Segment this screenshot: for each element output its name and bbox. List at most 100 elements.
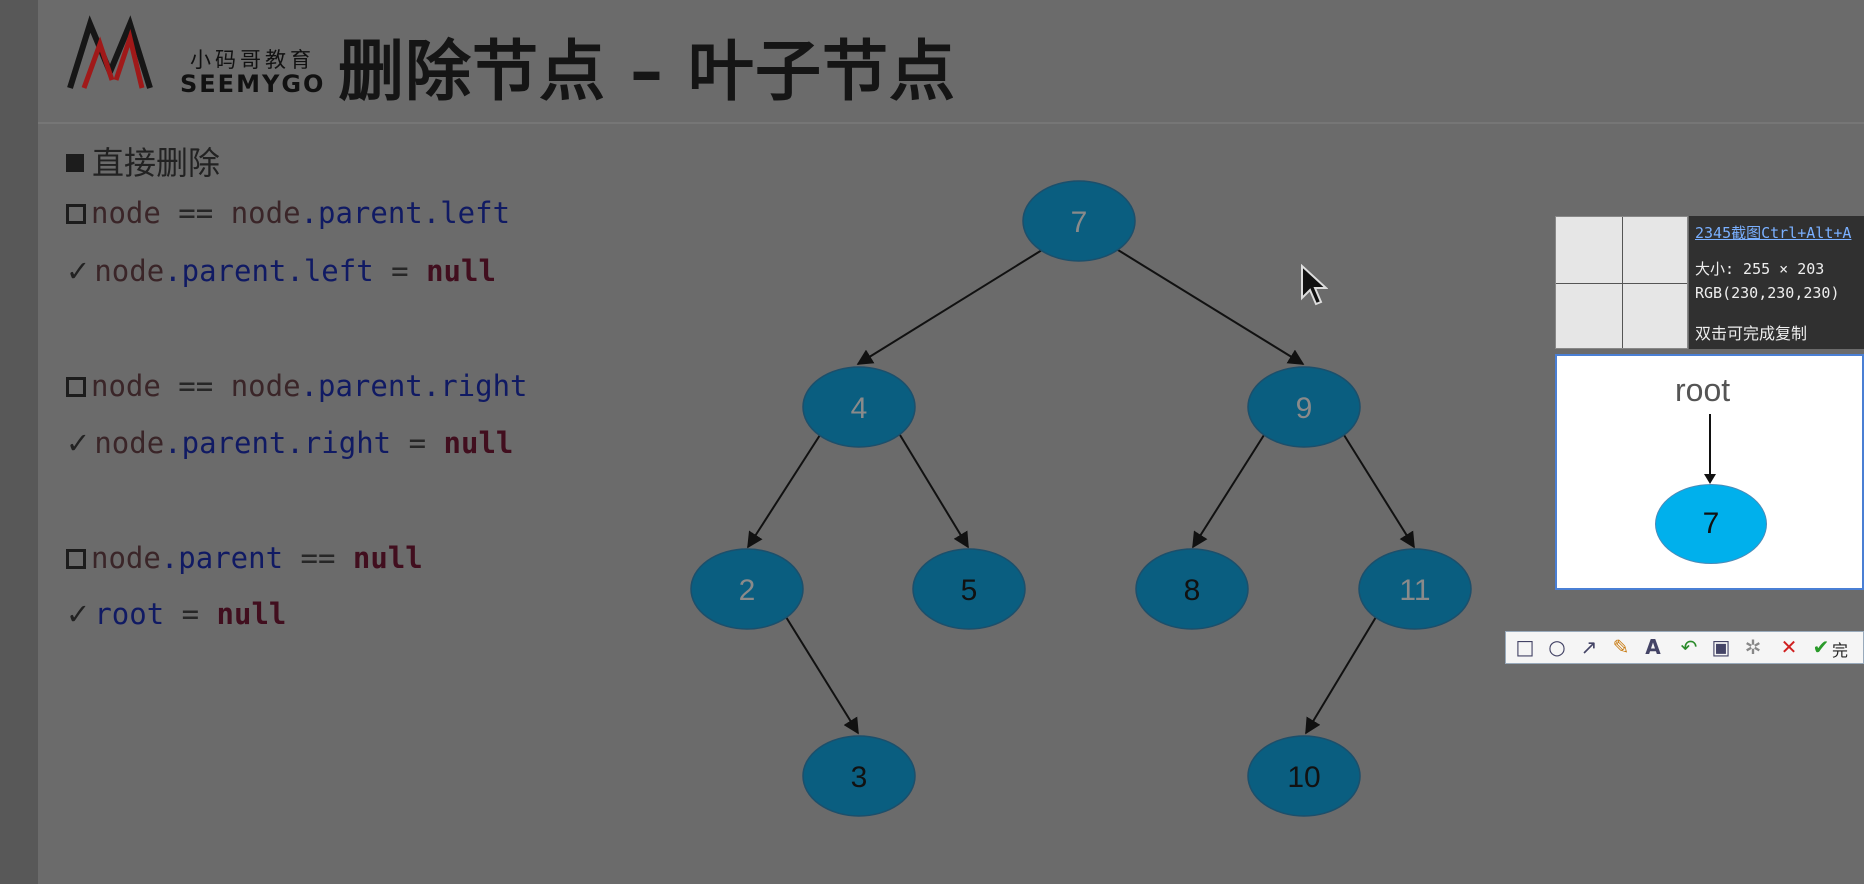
checkbox-icon [66,549,86,569]
left-margin-bar [0,0,38,884]
code-token: .parent.left [300,196,511,230]
code-token: node [230,369,301,403]
tree-node [1358,548,1472,630]
pixel-rgb-label: RGB(230,230,230) [1695,284,1840,302]
logo-en-text: SEEMYGO [180,70,326,98]
code-condition-left: node == node.parent.left [66,196,510,230]
tree-node [1135,548,1249,630]
code-token: node [94,254,165,288]
logo: 小码哥教育 SEEMYGO [66,14,336,98]
code-action-right: ✓node.parent.right = null [66,426,513,460]
code-token: root [94,597,165,631]
tree-node [1022,180,1136,262]
binary-tree-diagram: 7 4 9 2 5 8 11 3 10 [690,180,1472,817]
tree-edge [747,434,821,549]
tree-node-label: 8 [1184,574,1201,607]
tree-node-label: 10 [1287,761,1320,794]
tree-node-label: 5 [961,574,978,607]
undo-icon[interactable]: ↶ [1680,635,1698,659]
tree-node-label: 9 [1296,392,1313,425]
preview-node-value: 7 [1702,507,1720,540]
code-token: .parent [160,541,284,575]
selection-preview[interactable]: root 7 [1555,354,1864,590]
mosaic-icon[interactable]: ✲ [1744,635,1762,659]
slide-header: 小码哥教育 SEEMYGO 删除节点 – 叶子节点 [38,0,1864,122]
confirm-label[interactable]: 完 [1832,641,1849,660]
copy-hint: 双击可完成复制 [1695,324,1808,343]
code-action-left: ✓node.parent.left = null [66,254,496,288]
page-title: 删除节点 – 叶子节点 [338,33,956,110]
cancel-icon[interactable]: ✕ [1780,635,1798,659]
code-token: node [94,426,165,460]
tree-edge [856,249,1043,365]
tree-node [912,548,1026,630]
section-heading-text: 直接删除 [92,144,221,182]
rectangle-icon[interactable]: □ [1515,635,1535,659]
checkmark-icon: ✓ [66,597,91,631]
tree-node-label: 7 [1071,206,1088,239]
magnifier-crosshair [1622,217,1623,348]
tree-node [802,735,916,817]
code-token: = [373,254,427,288]
tree-node [802,366,916,448]
section-heading: 直接删除 [66,138,220,184]
code-action-root: ✓root = null [66,597,286,631]
code-token: null [352,541,423,575]
tree-edge [899,434,969,549]
tree-node-label: 2 [739,574,756,607]
bullet-square-icon [66,154,84,172]
confirm-icon[interactable]: ✔ [1812,635,1830,659]
checkbox-icon [66,204,86,224]
tree-node-label: 3 [851,761,868,794]
tree-edge [1343,434,1415,549]
code-token: .parent.right [300,369,528,403]
code-token: null [426,254,496,288]
mouse-cursor-icon [1301,264,1328,306]
code-token: .parent.left [164,254,374,288]
header-divider [38,122,1864,124]
checkmark-icon: ✓ [66,426,91,460]
tree-node [1247,735,1361,817]
code-token: = [164,597,217,631]
code-token: = [391,426,444,460]
snip-toolbar: □ ○ ↗ ✎ A ↶ ▣ ✲ ✕ ✔ 完 [1505,631,1864,664]
logo-mark-icon [67,15,153,89]
hotkey-hint[interactable]: 2345截图Ctrl+Alt+A [1695,224,1852,242]
code-token: == [283,541,353,575]
arrow-icon[interactable]: ↗ [1580,635,1598,659]
logo-cn-text: 小码哥教育 [190,48,315,72]
code-token: null [443,426,514,460]
code-condition-root: node.parent == null [66,541,423,575]
code-token: node [91,541,161,575]
tree-node [690,548,804,630]
preview-root-label: root [1675,372,1731,408]
code-token: node [91,369,161,403]
code-token: node [91,196,161,230]
save-icon[interactable]: ▣ [1711,635,1731,659]
checkbox-icon [66,377,86,397]
tree-edge [1117,249,1305,365]
preview-arrow [1704,414,1716,484]
screenshot-tool-overlay[interactable]: 2345截图Ctrl+Alt+A 大小: 255 × 203 RGB(230,2… [1505,216,1864,666]
selection-size-label: 大小: 255 × 203 [1695,260,1825,278]
code-token: .parent.right [164,426,392,460]
capture-info-panel: 2345截图Ctrl+Alt+A 大小: 255 × 203 RGB(230,2… [1689,216,1864,349]
tree-node-label: 11 [1399,574,1430,607]
text-icon[interactable]: A [1645,635,1661,659]
color-magnifier [1555,216,1688,349]
code-token: node [230,196,301,230]
code-condition-right: node == node.parent.right [66,369,528,403]
preview-node: 7 [1655,484,1767,564]
code-token: == [160,196,231,230]
tree-edge [1305,616,1377,735]
tree-node [1247,366,1361,448]
code-token: null [216,597,287,631]
tree-node-label: 4 [851,392,868,425]
checkmark-icon: ✓ [66,254,91,288]
ellipse-icon[interactable]: ○ [1548,635,1566,659]
magnifier-crosshair [1556,283,1687,284]
code-token: == [160,369,231,403]
tree-edge [785,616,859,735]
brush-icon[interactable]: ✎ [1612,635,1630,659]
tree-edge [1192,434,1265,549]
